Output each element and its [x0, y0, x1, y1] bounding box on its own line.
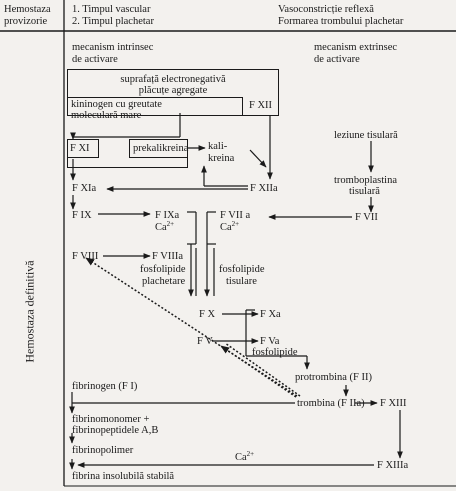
fxiia-label: F XIIa: [250, 183, 278, 194]
header-timpul-plachetar: 2. Timpul plachetar: [72, 16, 154, 27]
kininogen-box: [67, 97, 243, 116]
fosfolipide-label-2: fosfolipide: [252, 347, 298, 358]
header-trombul-plachetar: Formarea trombului plachetar: [278, 16, 404, 27]
fxia-label: F XIa: [72, 183, 97, 194]
leziune-label: leziune tisulară: [334, 130, 398, 141]
tromboplastina-label-2: tisulară: [349, 186, 380, 197]
fvii-label: F VII: [355, 212, 378, 223]
surface-label: suprafață electronegativă: [120, 74, 226, 85]
intrinsec-label: mecanism intrinsec: [72, 42, 154, 53]
fviia-label: F VII a: [220, 210, 251, 221]
protrombina-label: protrombina (F II): [295, 372, 372, 383]
trombina-label: trombina (F IIa): [297, 398, 365, 409]
fibrina-label: fibrina insolubilă stabilă: [72, 471, 175, 482]
intrinsec-label-2: de activare: [72, 54, 118, 65]
fibrinomonomer-label: fibrinomonomer +: [72, 414, 150, 425]
fviiia-label: F VIIIa: [152, 251, 184, 262]
header-hemostaza: Hemostaza: [4, 4, 51, 15]
fosfolipide-tisulare-label: fosfolipide: [219, 264, 265, 275]
plachetare-label: plachetare: [142, 276, 186, 287]
header-provizorie: provizorie: [4, 16, 48, 27]
fxii-label: F XII: [249, 100, 273, 111]
fixa-label: F IXa: [155, 210, 180, 221]
fv-label: F V: [197, 336, 213, 347]
kininogen-label-2: moleculară mare: [71, 110, 142, 121]
fx-label: F X: [199, 309, 216, 320]
surface-label-2: plăcuțe agregate: [138, 85, 208, 96]
fibrinopolimer-label: fibrinopolimer: [72, 445, 134, 456]
extrinsec-label-2: de activare: [314, 54, 360, 65]
tisulare-label: tisulare: [226, 276, 257, 287]
ca-label-fixa: Ca2+: [155, 220, 175, 234]
fxi-label: F XI: [70, 143, 90, 154]
fxa-label: F Xa: [260, 309, 281, 320]
ca-label-fxiiia: Ca2+: [235, 450, 255, 464]
fosfolipide-plachetare-label: fosfolipide: [140, 264, 186, 275]
fix-label: F IX: [72, 210, 92, 221]
fibrinopeptide-label: fibrinopeptidele A,B: [72, 425, 159, 436]
header-timpul-vascular: 1. Timpul vascular: [72, 4, 151, 15]
side-label-hemostaza-definitiva: Hemostaza definitivă: [22, 260, 37, 363]
kalikreina-label-2: kreina: [208, 153, 235, 164]
kininogen-label: kininogen cu greutate: [71, 99, 162, 110]
fxiiia-label: F XIIIa: [377, 460, 409, 471]
ca-label-fviia: Ca2+: [220, 220, 240, 234]
header-vasoconstrictie: Vasoconstricție reflexă: [278, 4, 374, 15]
fibrinogen-label: fibrinogen (F I): [72, 381, 138, 392]
kalikreina-label: kali-: [208, 141, 228, 152]
tromboplastina-label: tromboplastina: [334, 175, 397, 186]
fxiii-label: F XIII: [380, 398, 407, 409]
fviii-label: F VIII: [72, 251, 99, 262]
fxi-prek-group: [67, 139, 188, 168]
extrinsec-label: mecanism extrinsec: [314, 42, 398, 53]
fva-label: F Va: [260, 336, 280, 347]
prekalikreina-label: prekalikreina: [133, 143, 189, 154]
